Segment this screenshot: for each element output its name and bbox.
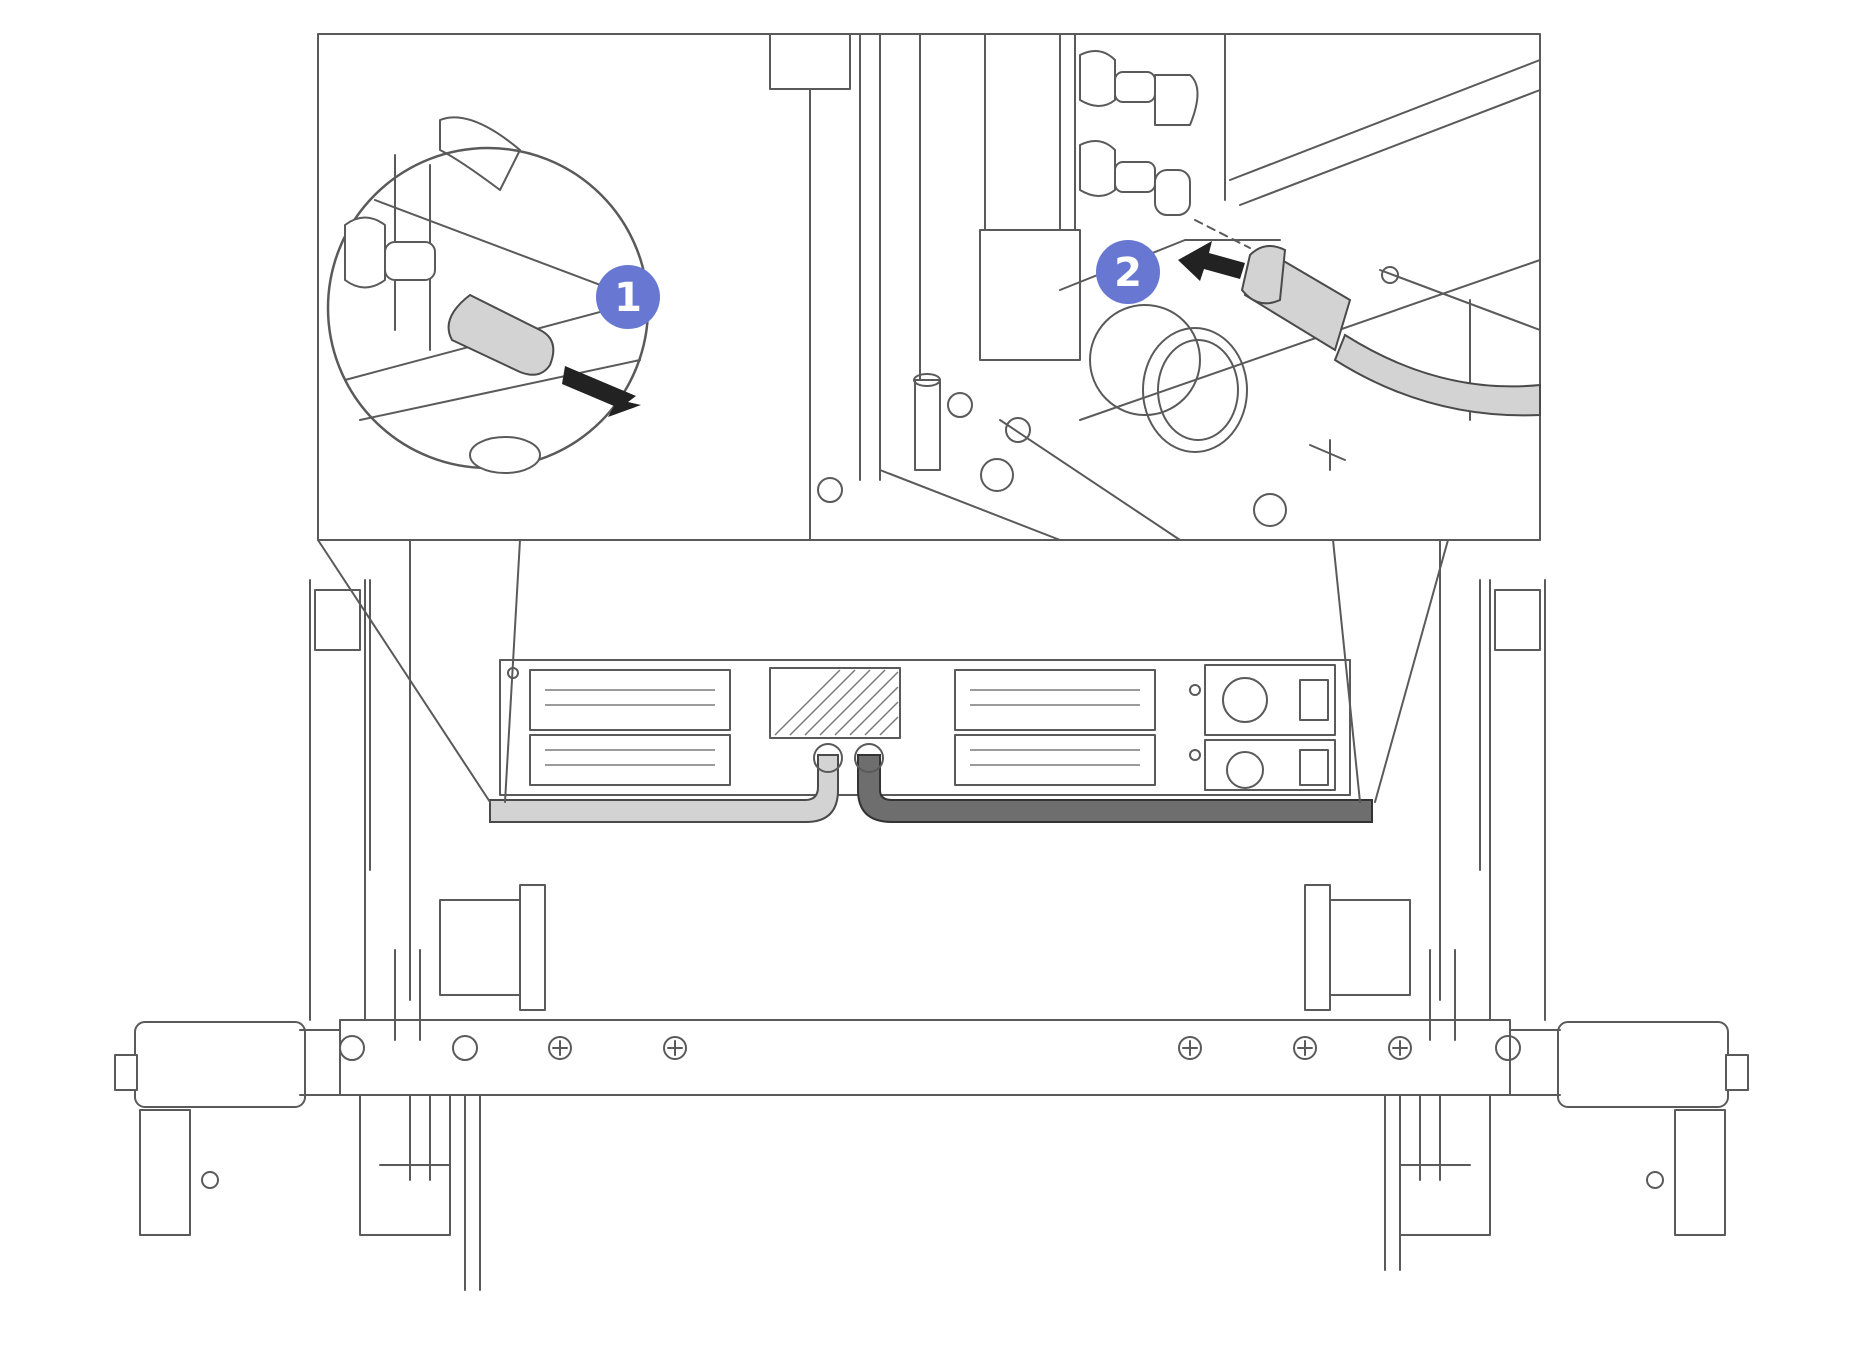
callout-1: 1: [596, 265, 660, 329]
callout-1-number: 1: [614, 275, 642, 321]
zoom-leaders: [317, 539, 1449, 803]
screw-icon: [1005, 417, 1031, 443]
magnifier-detail: [326, 116, 650, 474]
rack-overview: [114, 519, 1749, 1291]
screw-icon: [1388, 1036, 1412, 1060]
screw-icon: [817, 477, 843, 503]
callout-2: 2: [1096, 240, 1160, 304]
end-caps: [114, 1021, 1749, 1108]
screw-icon: [663, 1036, 687, 1060]
screw-icon: [1178, 1036, 1202, 1060]
detail-bolts: [817, 266, 1399, 527]
pull-arrow-icon: [562, 366, 641, 417]
manifold-bar: [339, 1019, 1521, 1096]
screw-icon: [947, 392, 973, 418]
side-valves: [394, 884, 1456, 1041]
hex-bolt-icon: [980, 458, 1014, 492]
hex-bolt-icon: [1253, 493, 1287, 527]
rack-uprights: [309, 519, 1546, 1021]
hex-bolt-icon: [1495, 1035, 1521, 1061]
hex-bolt-icon: [339, 1035, 365, 1061]
screw-icon: [1293, 1036, 1317, 1060]
callout-2-number: 2: [1114, 250, 1142, 296]
casters: [139, 1094, 1726, 1291]
push-arrow-icon: [1178, 241, 1245, 281]
supply-hose-light: [489, 754, 839, 823]
hose-pair: [489, 743, 1373, 823]
manifold-fittings: [1079, 50, 1199, 216]
dark-hose-connector: [1240, 245, 1541, 417]
screw-icon: [548, 1036, 572, 1060]
server-chassis: [499, 659, 1351, 796]
return-hose-dark: [857, 754, 1373, 823]
hex-bolt-icon: [452, 1035, 478, 1061]
